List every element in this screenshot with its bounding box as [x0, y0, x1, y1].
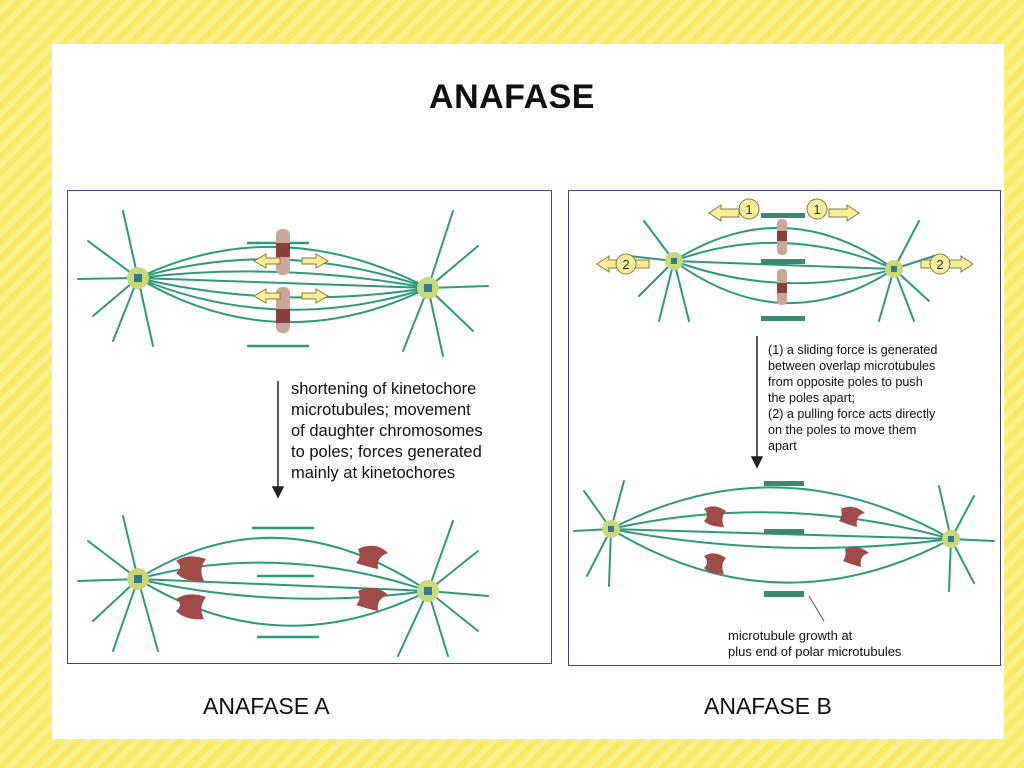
- force-arrow-icon: [253, 253, 329, 304]
- leader-line: [808, 595, 825, 622]
- caption-anafase-a: ANAFASE A: [203, 693, 330, 719]
- chromosome-icon: [777, 219, 787, 305]
- force-label-1: 1: [813, 202, 820, 217]
- anafase-a-description: shortening of kinetochore microtubules; …: [291, 380, 483, 482]
- force-label-2: 2: [622, 257, 629, 272]
- chromatid-icon: [176, 545, 388, 620]
- spindle-bottom-a: [77, 515, 489, 657]
- chromatid-icon: [704, 506, 869, 574]
- panel-anafase-a: [67, 190, 552, 664]
- panel-anafase-b: 1 1 2 2: [568, 190, 1001, 666]
- caption-anafase-b: ANAFASE B: [704, 693, 832, 719]
- force-label-2: 2: [936, 257, 943, 272]
- overlap-band-icon: [761, 213, 805, 597]
- anafase-a-diagram: [77, 210, 489, 657]
- microtubule-growth-note: microtubule growth at plus end of polar …: [728, 628, 902, 659]
- anafase-b-diagram: 1 1 2 2: [573, 198, 995, 622]
- chromosome-icon: [276, 229, 290, 333]
- force-label-1: 1: [745, 202, 752, 217]
- anafase-b-description: (1) a sliding force is generated between…: [768, 343, 938, 453]
- down-arrow-icon: [750, 336, 764, 469]
- page-title: ANAFASE: [429, 78, 595, 116]
- down-arrow-icon: [271, 381, 285, 499]
- force-label-badge: [615, 198, 951, 275]
